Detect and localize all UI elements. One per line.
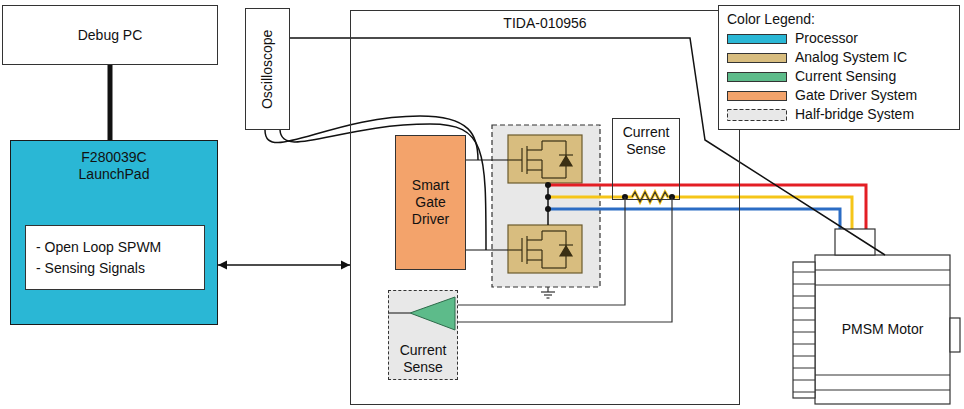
sense-wire (455, 197, 672, 322)
board-box: TIDA-010956Smart Gate DriverCurrent Sens… (350, 10, 740, 405)
oscilloscope-box: Oscilloscope (245, 8, 290, 130)
legend-row: Current Sensing (727, 68, 951, 86)
amplifier-symbol (410, 297, 455, 330)
legend-row: Gate Driver System (727, 87, 951, 105)
mosfet-symbol (508, 225, 582, 273)
gate-driver-box: Smart Gate Driver (395, 135, 466, 270)
legend-swatch (727, 72, 787, 82)
node-label: Debug PC (78, 27, 143, 44)
phase-wire (548, 185, 866, 229)
node-label: Smart Gate Driver (400, 177, 461, 227)
half-bridge-region (492, 125, 600, 287)
legend-text: Processor (795, 30, 858, 47)
connector (110, 65, 111, 140)
amp-output (388, 312, 410, 313)
mosfet-symbol (508, 135, 582, 183)
processor-board: F280039C LaunchPad - Open Loop SPWM - Sens… (10, 140, 218, 325)
node-label: - Open Loop SPWM (36, 239, 161, 256)
legend-text: Half-bridge System (795, 106, 914, 123)
gate-wire (466, 249, 508, 250)
connector (218, 261, 350, 270)
shunt-resistor (632, 192, 668, 202)
sense-wire (455, 197, 625, 305)
node-label: Current Sense (391, 342, 455, 376)
feature-list: - Open Loop SPWM - Sensing Signals (25, 225, 205, 290)
legend-text: Gate Driver System (795, 87, 917, 104)
node-label: Current Sense (615, 124, 677, 158)
junction-dot (545, 182, 675, 212)
legend-swatch (727, 91, 787, 101)
legend-title: Color Legend: (727, 11, 951, 28)
motor-box: PMSM Motor (815, 255, 950, 404)
node-text: - Sensing Signals (36, 260, 145, 277)
legend-sample (727, 109, 787, 121)
node-label: PMSM Motor (842, 321, 924, 338)
phase-wire (548, 192, 852, 229)
current-sense-region: Current Sense (388, 290, 458, 380)
pc-box: Debug PC (2, 5, 218, 65)
legend-row: Processor (727, 30, 951, 48)
legend-box: Color Legend: ProcessorAnalog System IC Cu… (718, 5, 960, 130)
legend-text: Analog System IC (795, 49, 907, 66)
node-label: TIDA-010956 (503, 15, 586, 32)
ground-symbol (541, 287, 555, 298)
amp-region (388, 290, 458, 380)
gate-wire (466, 159, 508, 160)
legend-row: Analog System IC (727, 49, 951, 67)
phase-wire (548, 209, 840, 229)
switch-node (547, 183, 549, 225)
node-label: F280039C LaunchPad (59, 149, 169, 183)
legend-row: Half-bridge System (727, 106, 951, 124)
node-label: Oscilloscope (259, 29, 276, 108)
motor-drawing (793, 229, 960, 404)
motor-fins (793, 272, 815, 392)
legend-swatch (727, 34, 787, 44)
current-sense-box: Current Sense (612, 118, 680, 200)
legend-text: Current Sensing (795, 68, 896, 85)
legend-swatch (727, 53, 787, 63)
